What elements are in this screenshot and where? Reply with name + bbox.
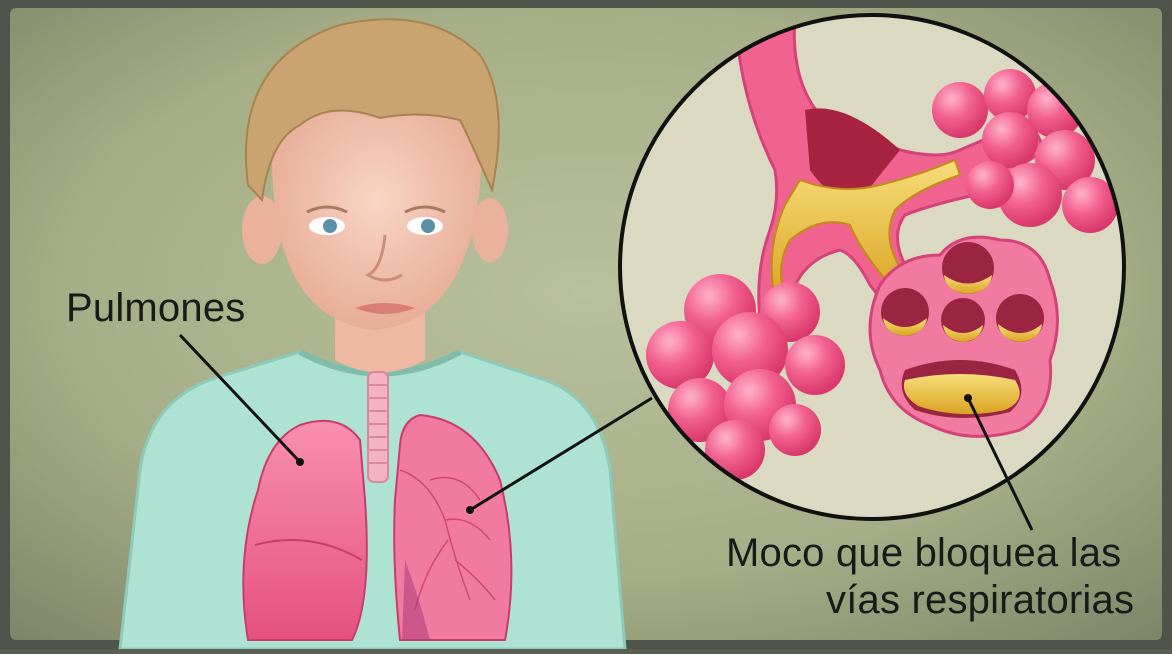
- mucus-label-line2: vías respiratorias: [726, 577, 1134, 624]
- right-ear: [472, 198, 508, 262]
- lungs-label: Pulmones: [66, 286, 245, 331]
- mucus-pointer-dot: [964, 394, 972, 402]
- trachea: [368, 372, 388, 482]
- lungs-pointer-dot: [296, 458, 304, 466]
- alveoli-cross-section: [870, 237, 1058, 436]
- mucus-label-line1: Moco que bloquea las: [726, 530, 1134, 577]
- right-iris: [421, 219, 435, 233]
- mucus-label: Moco que bloquea las vías respiratorias: [726, 530, 1134, 624]
- inset-pointer-dot: [466, 506, 474, 514]
- left-iris: [323, 219, 337, 233]
- magnified-inset: [620, 15, 1124, 519]
